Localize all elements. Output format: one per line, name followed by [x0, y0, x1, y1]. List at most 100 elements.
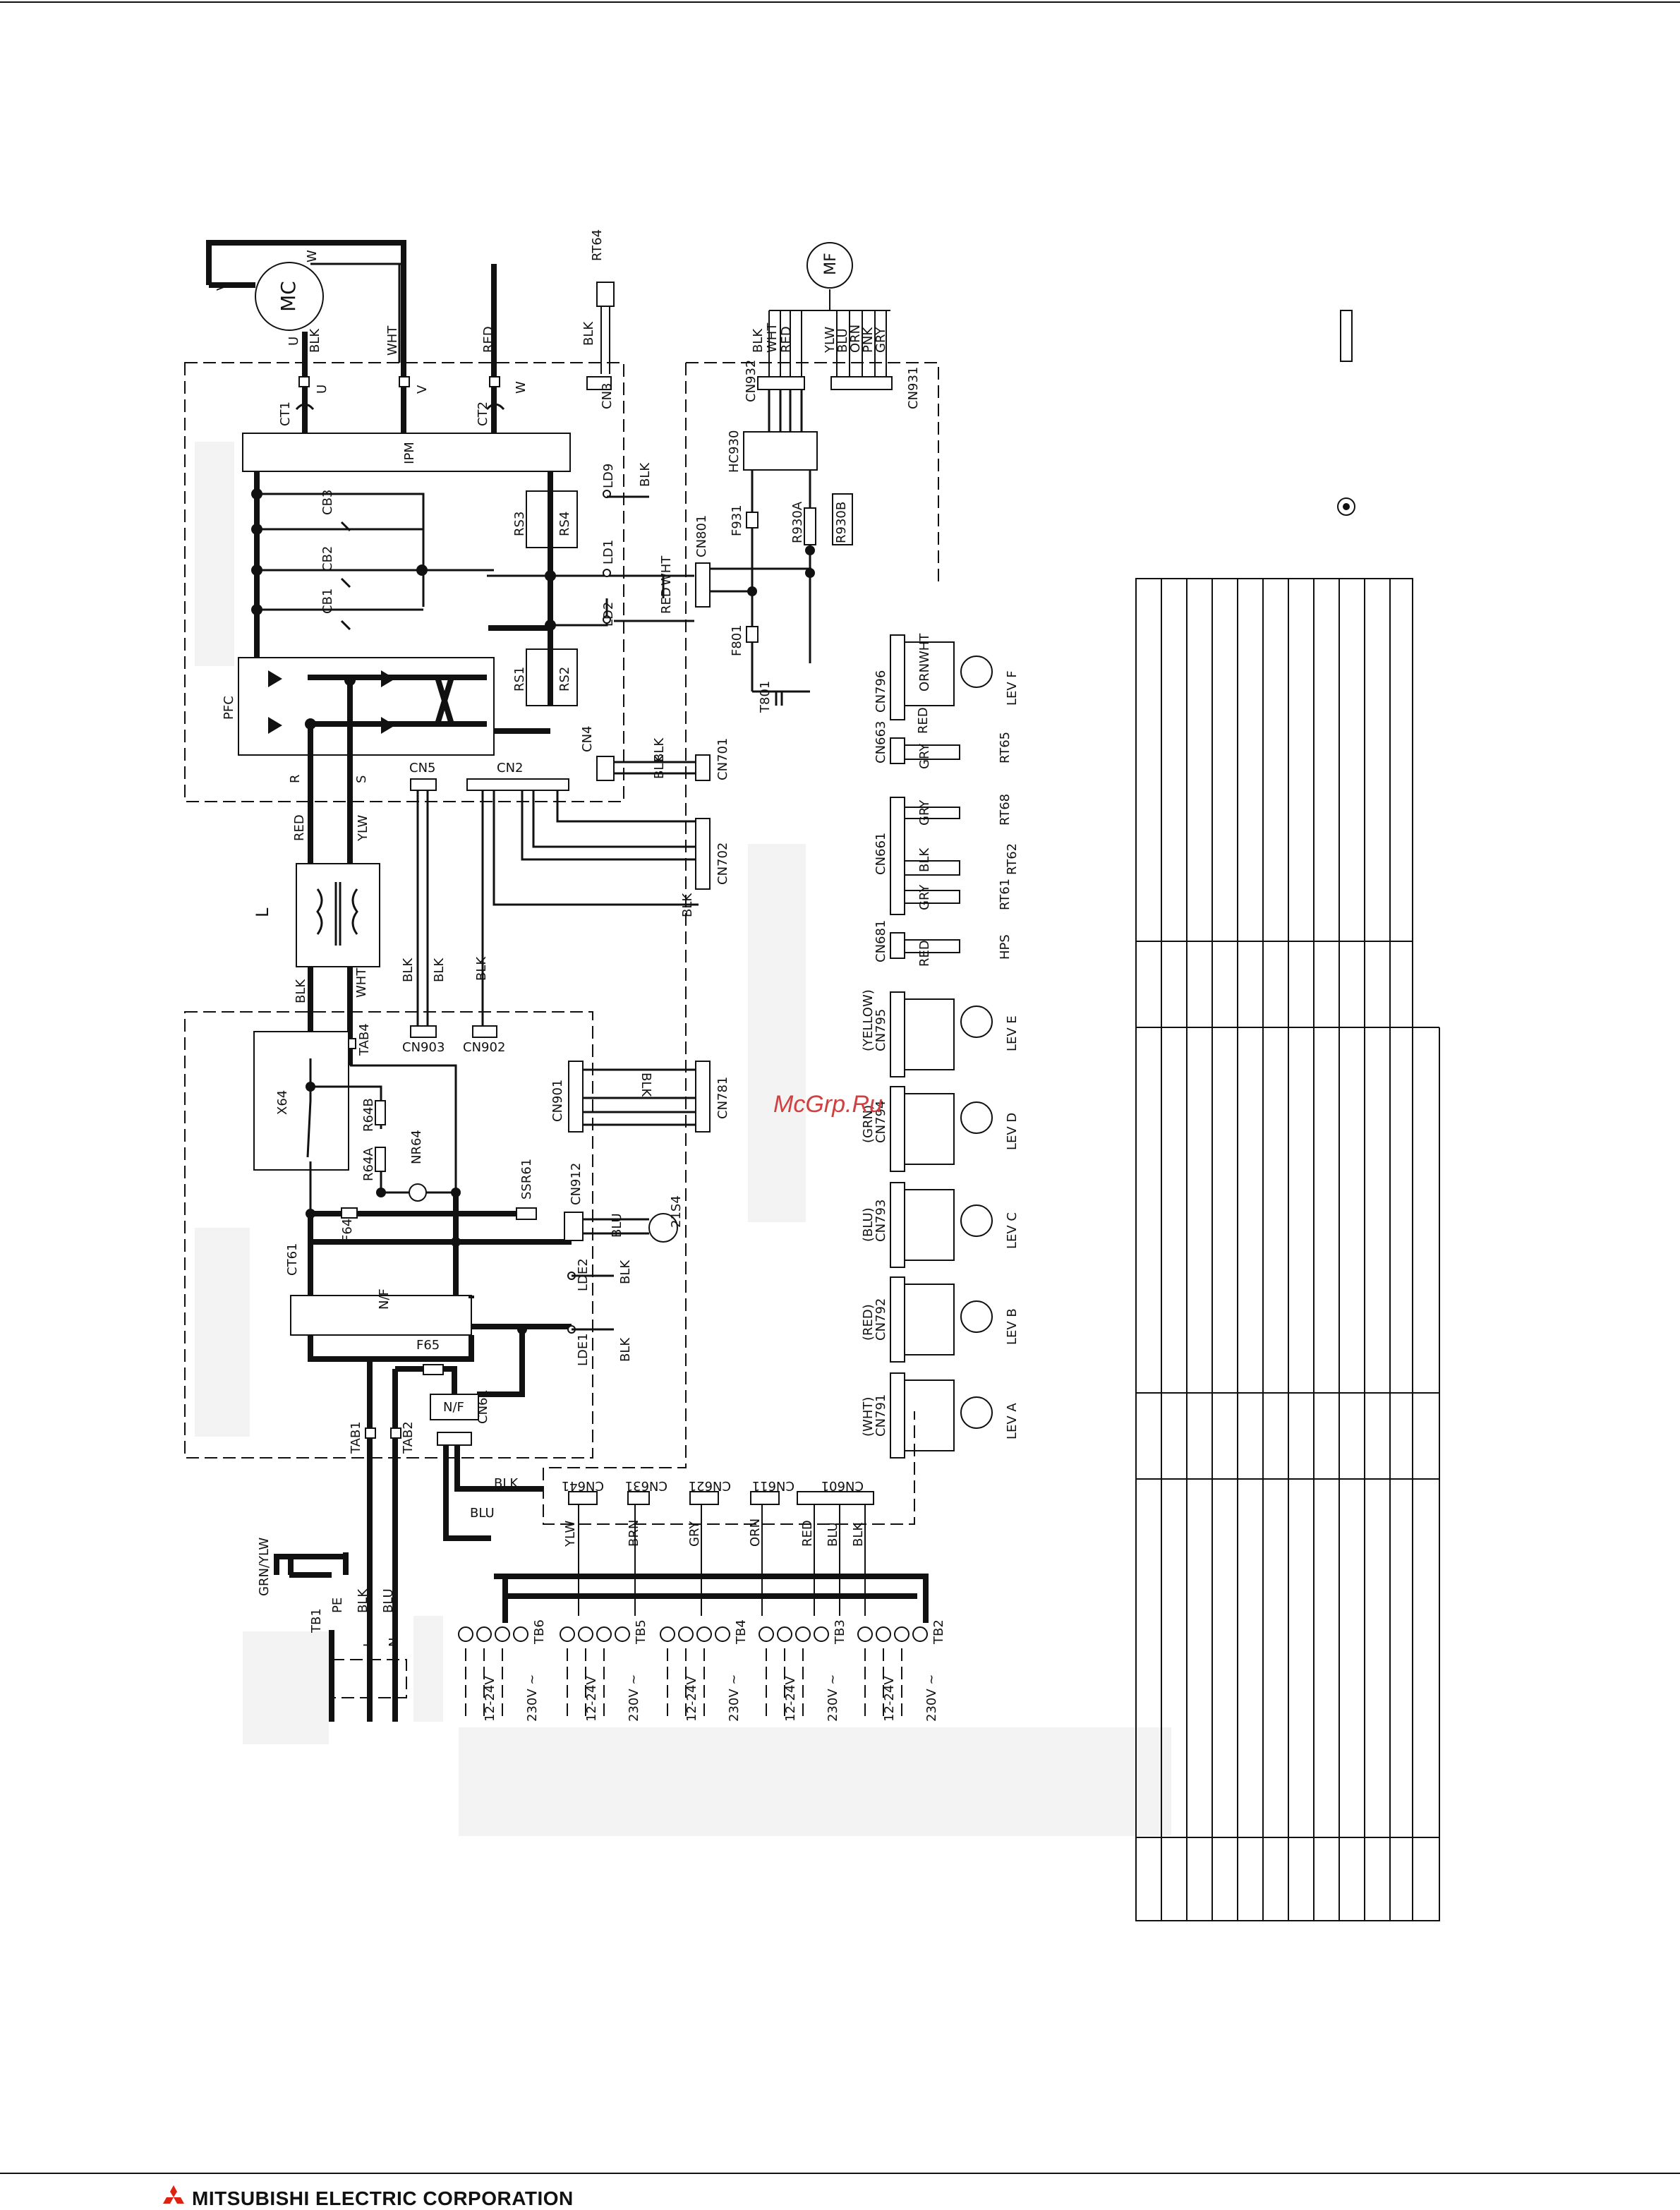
lev-e-coil [960, 1006, 993, 1038]
tb6-s3 [476, 1626, 492, 1642]
ld2-label: LD2 [601, 602, 616, 627]
rs3-label: RS3 [512, 512, 527, 536]
r930b [832, 493, 853, 545]
x64-relay [253, 1031, 349, 1171]
nf-relay [430, 1394, 479, 1420]
cn801-connector [695, 562, 711, 608]
rs4-relay [551, 490, 578, 548]
rt-loops [905, 807, 960, 904]
cn932-label: CN932 [744, 360, 759, 402]
nf-module [290, 1295, 472, 1336]
cn932-connector [757, 376, 805, 390]
hps-label: HPS [998, 934, 1013, 960]
cn663-connector [890, 737, 905, 764]
node-5 [416, 564, 428, 576]
reactor-ylw: YLW [356, 815, 370, 842]
legend-table [1135, 578, 1440, 1921]
tb3-high: 230V ~ [826, 1674, 840, 1722]
lev-f-label: LEV F [1005, 670, 1020, 706]
cb2-label: CB2 [320, 546, 335, 572]
tb5-pe [560, 1626, 575, 1642]
lde1-label: LDE1 [576, 1333, 591, 1366]
cn6x1-wires [578, 1504, 866, 1616]
cn912-connector [564, 1212, 584, 1241]
tb-dashed-leads [465, 1648, 902, 1722]
lde-leads [572, 1274, 614, 1331]
u-tab [298, 376, 310, 387]
ld1-pin [603, 569, 611, 577]
ld2-pin [603, 615, 611, 624]
lev-d-label: LEV D [1005, 1113, 1020, 1150]
reactor-red: RED [292, 814, 307, 841]
cn601-red: RED [800, 1520, 815, 1547]
reactor-label: L [253, 907, 272, 917]
rt65-group: CN663 RT65 GRY [874, 721, 1013, 769]
tb6-s2 [495, 1626, 510, 1642]
valve-wires [583, 1218, 649, 1235]
lev-a-group: CN791 (WHT) LEV A [861, 1372, 1020, 1459]
tab2 [390, 1427, 401, 1439]
tb2-s2 [894, 1626, 910, 1642]
rt64-sensor [596, 282, 615, 307]
ld-wiring [487, 574, 665, 627]
tb2-label: TB2 [931, 1619, 946, 1645]
cap-wiring [257, 493, 494, 611]
mf-pnk: PNK [861, 327, 876, 353]
cn781-blk: BLK [639, 1073, 653, 1097]
ipm-label: IPM [402, 442, 417, 464]
cn795-label: CN795 [874, 1009, 888, 1051]
cn681-connector [890, 932, 905, 959]
tb5-s1 [615, 1626, 630, 1642]
node-4 [251, 604, 262, 615]
lev-f-group: CN796 LEV F [874, 634, 1020, 720]
reactor-coils [316, 882, 358, 946]
cn931-connector [830, 376, 893, 390]
lev-b-group: CN792 (RED) LEV B [861, 1276, 1020, 1363]
cn795-connector [890, 991, 905, 1077]
cn796-label: CN796 [874, 670, 888, 713]
rt68-gry: GRY [917, 799, 932, 826]
r64a-label: R64A [361, 1147, 376, 1181]
node-10 [306, 1082, 315, 1092]
mc-v-wht: WHT [385, 325, 400, 356]
mc-pin-u: U [286, 337, 301, 346]
f65-fuse [423, 1364, 444, 1375]
lev-f-coil [960, 656, 993, 688]
tb3-low: 12-24V [783, 1676, 798, 1722]
rt61-label: RT61 [998, 878, 1013, 910]
f65-label: F65 [416, 1338, 440, 1353]
cn641-connector [568, 1491, 598, 1505]
shade-6 [459, 1727, 1171, 1836]
cn903-label: CN903 [402, 1040, 445, 1055]
cn631-brn: BRN [627, 1520, 641, 1547]
cn661-label: CN661 [874, 833, 888, 875]
tb4-high: 230V ~ [727, 1674, 742, 1722]
node-2 [251, 524, 262, 535]
lev-f-loop [905, 641, 955, 706]
lev-a-coil [960, 1396, 993, 1429]
tb6-pe [458, 1626, 473, 1642]
tb3-s3 [777, 1626, 792, 1642]
legend-table-frame [1135, 578, 1413, 1921]
tb2-s1 [912, 1626, 928, 1642]
tb1-wiring [274, 1552, 398, 1722]
cn794-color: (GRN) [861, 1105, 876, 1143]
node-15 [517, 1324, 527, 1334]
tb3-s2 [795, 1626, 811, 1642]
mitsubishi-logo-icon [163, 2185, 184, 2204]
cn791-label: CN791 [874, 1394, 888, 1437]
ct1-label: CT1 [278, 401, 293, 426]
w-tab [489, 376, 500, 387]
mc-label: MC [277, 281, 300, 312]
rt64-blk: BLK [581, 321, 596, 346]
cn601-blk: BLK [851, 1522, 866, 1547]
f931-fuse [746, 512, 759, 529]
cn631-label: CN631 [625, 1478, 667, 1493]
x64-label: X64 [275, 1090, 290, 1115]
reactor-wires [308, 811, 353, 1065]
cn912-label: CN912 [569, 1163, 584, 1205]
ssr61-label: SSR61 [519, 1159, 534, 1200]
cn901-connector [568, 1061, 584, 1133]
v-label: V [415, 385, 430, 394]
